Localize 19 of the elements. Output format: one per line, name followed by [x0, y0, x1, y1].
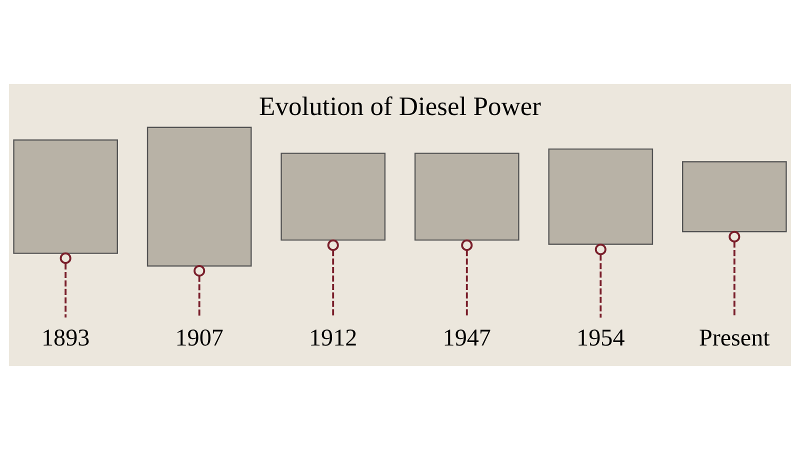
node-text: 1947: [442, 326, 491, 352]
node-text: 1893: [41, 326, 90, 352]
node-box: [13, 139, 118, 254]
node-box: [682, 161, 787, 232]
connector: [327, 239, 339, 318]
node-box: [280, 152, 386, 241]
connector: [60, 252, 72, 318]
connector: [728, 230, 740, 318]
connector: [594, 244, 606, 318]
node-text: 1912: [309, 326, 358, 352]
node-text: 1954: [576, 326, 625, 352]
node-box: [548, 148, 654, 245]
node-box: [414, 152, 520, 241]
connector: [194, 265, 206, 318]
node-box: [146, 126, 252, 267]
node-text: Present: [698, 326, 770, 352]
connector: [461, 239, 473, 318]
node-text: 1907: [175, 326, 224, 352]
diagram-title: Evolution of Diesel Power: [259, 90, 541, 121]
